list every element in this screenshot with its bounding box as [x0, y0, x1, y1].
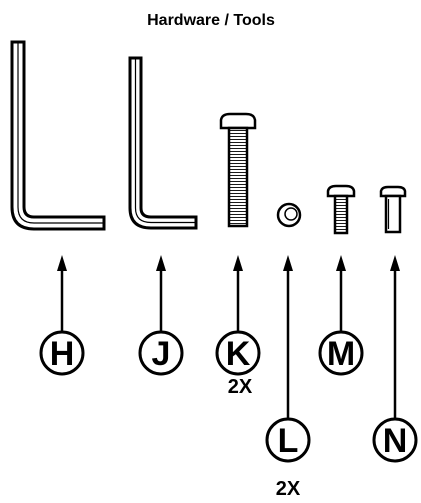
callout-letter-h: H: [50, 335, 75, 373]
callout-letter-n: N: [383, 422, 408, 460]
hex-key-j: [128, 56, 198, 230]
washer-l: [276, 202, 302, 228]
callout-letter-l: L: [278, 422, 299, 460]
leader-arrow-l: [283, 255, 293, 419]
screw-m: [326, 184, 356, 235]
callout-l: L 2X: [265, 417, 311, 500]
callout-letter-k: K: [226, 335, 251, 373]
callout-n: N: [372, 417, 418, 463]
quantity-k: 2X: [228, 376, 253, 398]
callout-k: K 2X: [215, 330, 261, 398]
barrel-nut-n: [379, 185, 407, 234]
callout-letter-m: M: [327, 335, 355, 373]
callout-m: M: [318, 330, 364, 376]
screw-k: [219, 112, 257, 228]
diagram-title: Hardware / Tools: [147, 12, 275, 29]
leader-arrow-h: [57, 255, 67, 332]
quantity-l: 2X: [276, 478, 301, 500]
hex-key-h: [10, 40, 106, 231]
leader-arrow-n: [390, 255, 400, 419]
leader-arrow-j: [156, 255, 166, 332]
callout-letter-j: J: [152, 335, 171, 373]
callout-h: H: [39, 330, 85, 376]
leader-arrow-k: [233, 255, 243, 332]
callout-j: J: [138, 330, 184, 376]
leader-arrow-m: [336, 255, 346, 332]
